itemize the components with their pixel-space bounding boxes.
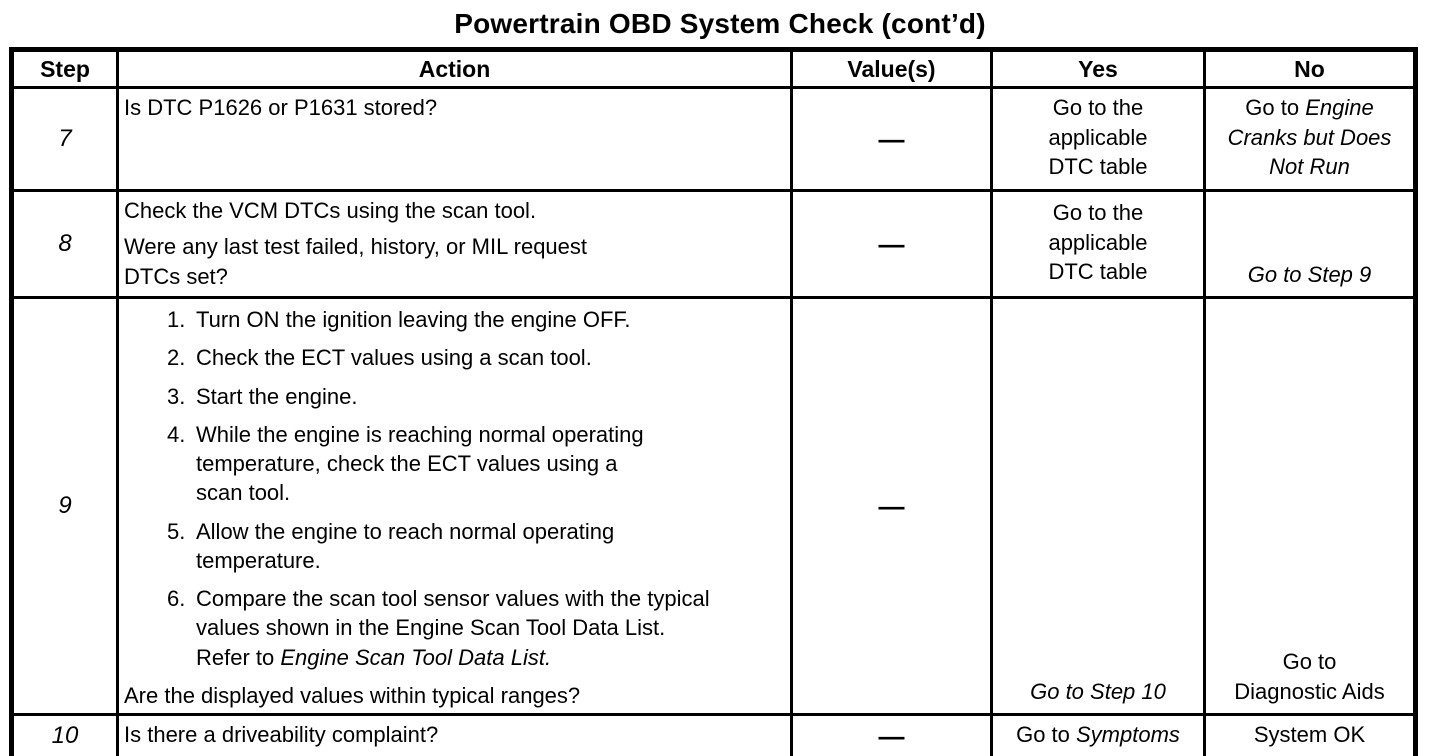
list-item-number: 4.	[167, 421, 186, 447]
text-segment: DTC table	[1048, 259, 1148, 285]
text-segment: Go to Step 9	[1247, 261, 1372, 287]
text-segment: DTC table	[1048, 154, 1148, 180]
text-segment: Check the VCM DTCs using the scan tool.	[124, 198, 537, 223]
list-item-number: 3.	[167, 383, 186, 409]
text-segment: Go to	[1016, 722, 1076, 747]
text-segment: Is there a driveability complaint?	[124, 722, 439, 747]
action-paragraph: Are the displayed values within typical …	[124, 681, 784, 710]
text-segment: values shown in the Engine Scan Tool Dat…	[196, 615, 666, 641]
text-segment: System OK	[1253, 722, 1366, 747]
list-item-number: 1.	[167, 307, 186, 332]
action-paragraph: Is there a driveability complaint?	[124, 720, 784, 749]
action-list-item: 3. Start the engine.	[167, 382, 784, 411]
text-segment: temperature.	[196, 547, 321, 573]
document-page: Powertrain OBD System Check (cont’d) Ste…	[0, 8, 1440, 756]
step-cell: 10	[10, 712, 119, 756]
page-title: Powertrain OBD System Check (cont’d)	[454, 8, 986, 39]
action-paragraph: Is DTC P1626 or P1631 stored?	[124, 93, 784, 122]
value-cell: —	[790, 189, 993, 299]
text-segment: Go to Step 10	[1030, 678, 1166, 704]
action-cell: Is DTC P1626 or P1631 stored?	[116, 86, 793, 192]
column-header-action: Action	[116, 48, 793, 89]
action-paragraph: Check the VCM DTCs using the scan tool.	[124, 196, 784, 225]
text-segment: Check the ECT values using a scan tool.	[196, 345, 592, 371]
value-cell: —	[790, 296, 993, 716]
text-segment: temperature, check the ECT values using …	[196, 451, 618, 476]
text-segment: Symptoms	[1076, 722, 1180, 747]
text-segment: Engine Scan Tool Data List.	[280, 644, 552, 670]
list-item-text: While the engine is reaching normal oper…	[196, 420, 784, 508]
no-cell: Go to Diagnostic Aids	[1203, 296, 1417, 716]
action-cell: 1. Turn ON the ignition leaving the engin…	[116, 296, 793, 716]
action-cell: Check the VCM DTCs using the scan tool. W…	[116, 189, 793, 299]
list-item-text: Check the ECT values using a scan tool.	[196, 343, 784, 372]
list-item-number: 5.	[167, 518, 186, 544]
yes-cell: Go to Symptoms	[990, 712, 1206, 756]
no-cell: System OK	[1203, 712, 1417, 756]
text-segment: Cranks but Does	[1227, 124, 1392, 150]
text-segment: Were any last test failed, history, or M…	[124, 234, 588, 260]
column-header-no: No	[1203, 48, 1417, 89]
list-item-text: Allow the engine to reach normal operati…	[196, 517, 784, 576]
text-segment: Engine	[1305, 95, 1374, 121]
column-header-step: Step	[10, 48, 119, 89]
text-segment: Turn ON the ignition leaving the engine …	[196, 307, 631, 332]
text-segment: Go to	[1282, 649, 1337, 675]
value-cell: —	[790, 86, 993, 192]
text-segment: applicable	[1048, 229, 1148, 255]
text-segment: While the engine is reaching normal oper…	[196, 421, 644, 447]
value-cell: —	[790, 712, 993, 756]
text-segment: Start the engine.	[196, 383, 358, 409]
action-list-item: 1. Turn ON the ignition leaving the engin…	[167, 305, 784, 334]
step-cell: 7	[10, 86, 119, 192]
action-list-item: 6. Compare the scan tool sensor values wi…	[167, 584, 784, 672]
text-segment: Compare the scan tool sensor values with…	[196, 586, 710, 611]
action-list-item: 2. Check the ECT values using a scan tool…	[167, 343, 784, 372]
step-cell: 8	[10, 189, 119, 299]
table-row: 9 1. Turn ON the ignition leaving the engi…	[10, 296, 1417, 716]
column-header-values: Value(s)	[790, 48, 993, 89]
action-paragraph: Were any last test failed, history, or M…	[124, 232, 784, 291]
text-segment: Go to the	[1052, 95, 1144, 121]
text-segment: Refer to	[196, 644, 281, 670]
action-cell: Is there a driveability complaint?	[116, 712, 793, 756]
list-item-text: Compare the scan tool sensor values with…	[196, 584, 784, 672]
text-segment: Go to	[1245, 95, 1306, 121]
no-cell: Go to Step 9	[1203, 189, 1417, 299]
action-list-item: 4. While the engine is reaching normal op…	[167, 420, 784, 508]
list-item-number: 6.	[167, 586, 186, 611]
list-item-text: Turn ON the ignition leaving the engine …	[196, 305, 784, 334]
text-segment: Allow the engine to reach normal operati…	[196, 518, 615, 544]
column-header-yes: Yes	[990, 48, 1206, 89]
text-segment: Are the displayed values within typical …	[124, 682, 581, 708]
text-segment: Is DTC P1626 or P1631 stored?	[124, 95, 438, 120]
header-row: Step Action Value(s) Yes No	[10, 48, 1417, 89]
list-item-number: 2.	[167, 345, 186, 371]
list-item-text: Start the engine.	[196, 382, 784, 411]
text-segment: Diagnostic Aids	[1234, 678, 1385, 704]
text-segment: Not Run	[1269, 154, 1350, 180]
text-segment: Go to the	[1052, 200, 1144, 226]
text-segment: scan tool.	[196, 480, 291, 506]
step-cell: 9	[10, 296, 119, 716]
text-segment: applicable	[1048, 124, 1148, 150]
text-segment: DTCs set?	[124, 263, 228, 289]
yes-cell: Go to Step 10	[990, 296, 1206, 716]
action-list-item: 5. Allow the engine to reach normal opera…	[167, 517, 784, 576]
